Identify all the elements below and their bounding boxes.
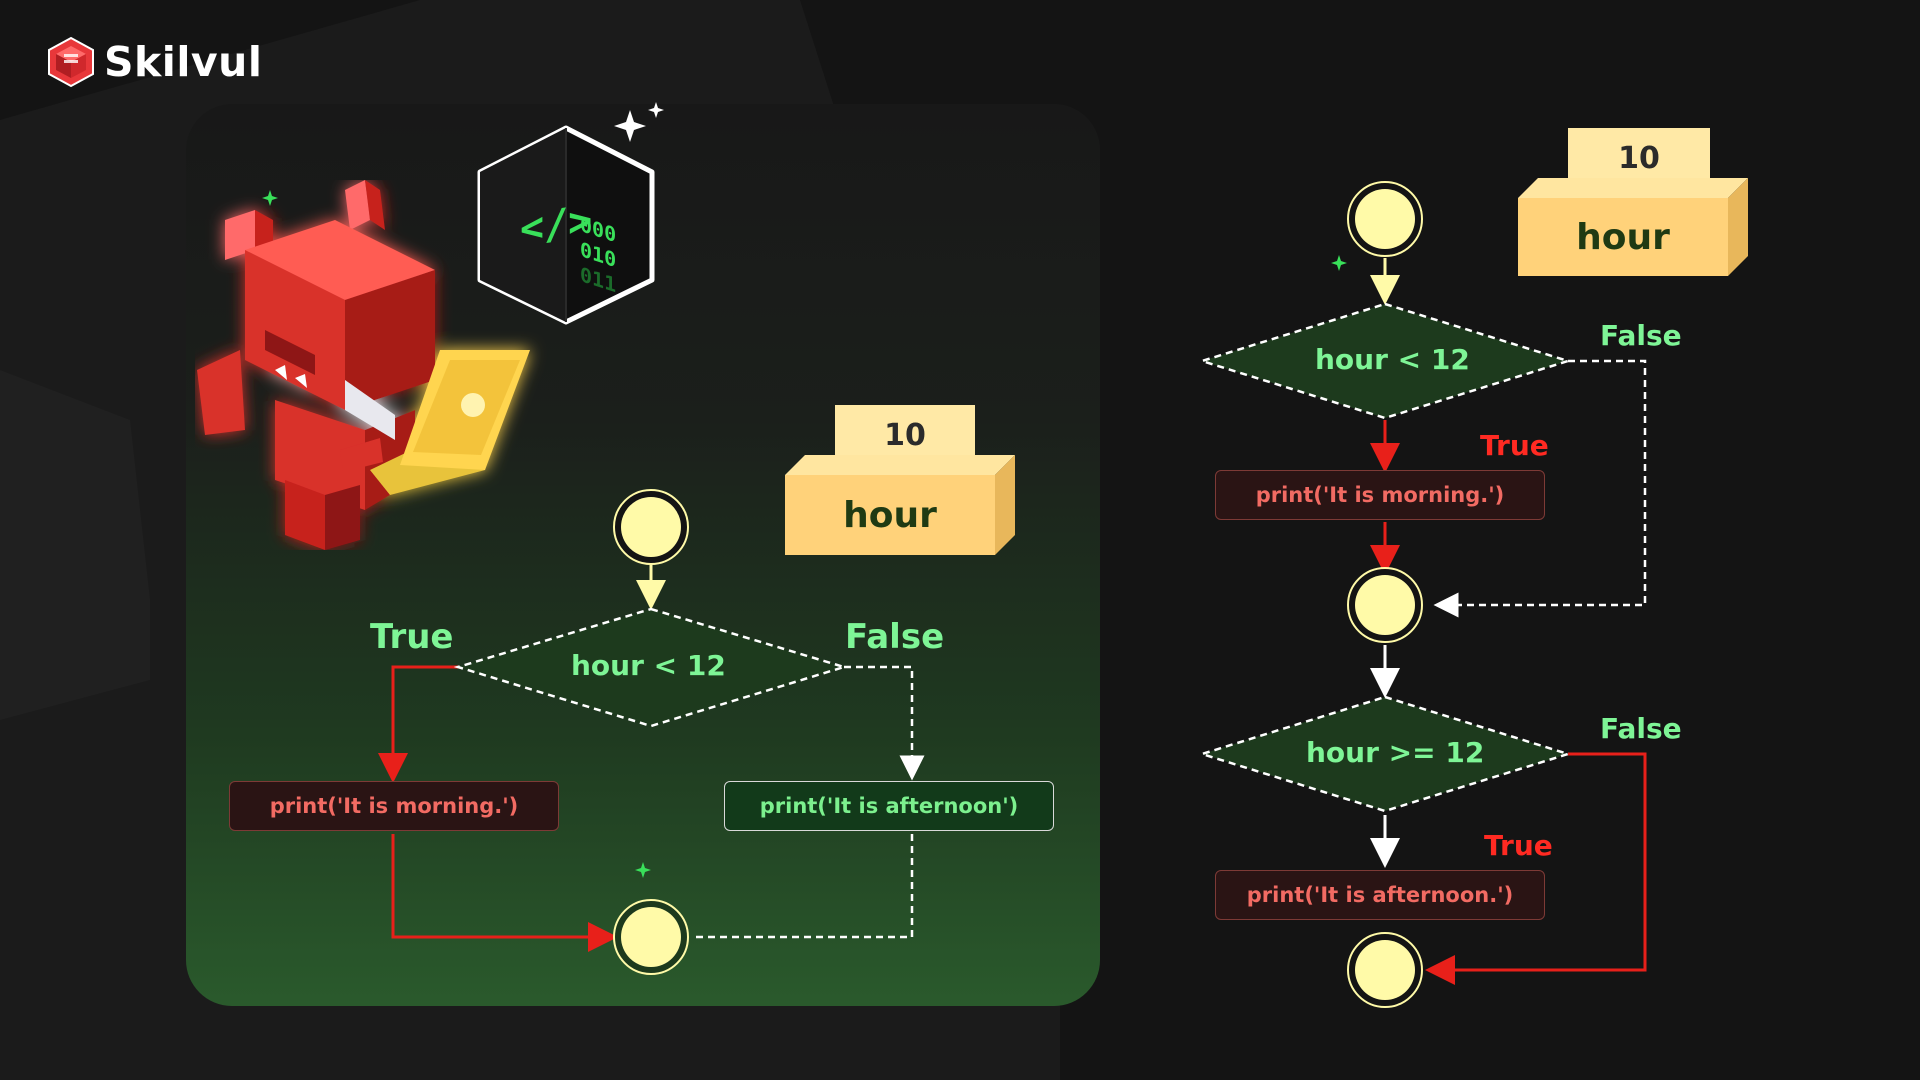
skilvul-logo-icon bbox=[48, 36, 94, 88]
left-false-label: False bbox=[845, 617, 945, 657]
svg-text:</>: </> bbox=[520, 197, 592, 253]
code-cube-icon: </> 000 010 011 bbox=[477, 125, 655, 325]
sparkle-icon bbox=[614, 102, 664, 142]
left-true-action: print('It is morning.') bbox=[229, 781, 559, 831]
right-condition1-true-label: True bbox=[1480, 429, 1549, 462]
right-action2: print('It is afternoon.') bbox=[1215, 870, 1545, 920]
right-variable-box: 10 hour bbox=[1518, 128, 1748, 276]
right-variable-name: hour bbox=[1518, 198, 1728, 276]
red-robot-mascot-illustration bbox=[197, 180, 530, 550]
sparkle-icon bbox=[1331, 255, 1347, 271]
right-action1: print('It is morning.') bbox=[1215, 470, 1545, 520]
right-condition2-true-label: True bbox=[1484, 829, 1553, 862]
right-merge-node bbox=[1347, 567, 1423, 643]
right-condition2-label: hour >= 12 bbox=[1306, 736, 1485, 769]
left-true-label: True bbox=[370, 617, 454, 657]
brand[interactable]: Skilvul bbox=[46, 36, 262, 88]
left-condition-label: hour < 12 bbox=[571, 649, 726, 682]
right-end-node bbox=[1347, 932, 1423, 1008]
right-condition2-false-label: False bbox=[1600, 712, 1682, 745]
right-start-node bbox=[1347, 181, 1423, 257]
left-variable-box: 10 hour bbox=[785, 405, 1015, 555]
brand-name: Skilvul bbox=[104, 38, 263, 86]
left-variable-name: hour bbox=[785, 475, 995, 555]
right-condition1-label: hour < 12 bbox=[1315, 343, 1470, 376]
left-start-node bbox=[613, 489, 689, 565]
left-end-node bbox=[613, 899, 689, 975]
sparkle-icon bbox=[262, 190, 278, 206]
sparkle-icon bbox=[635, 862, 651, 878]
left-false-action: print('It is afternoon') bbox=[724, 781, 1054, 831]
right-condition1-false-label: False bbox=[1600, 319, 1682, 352]
